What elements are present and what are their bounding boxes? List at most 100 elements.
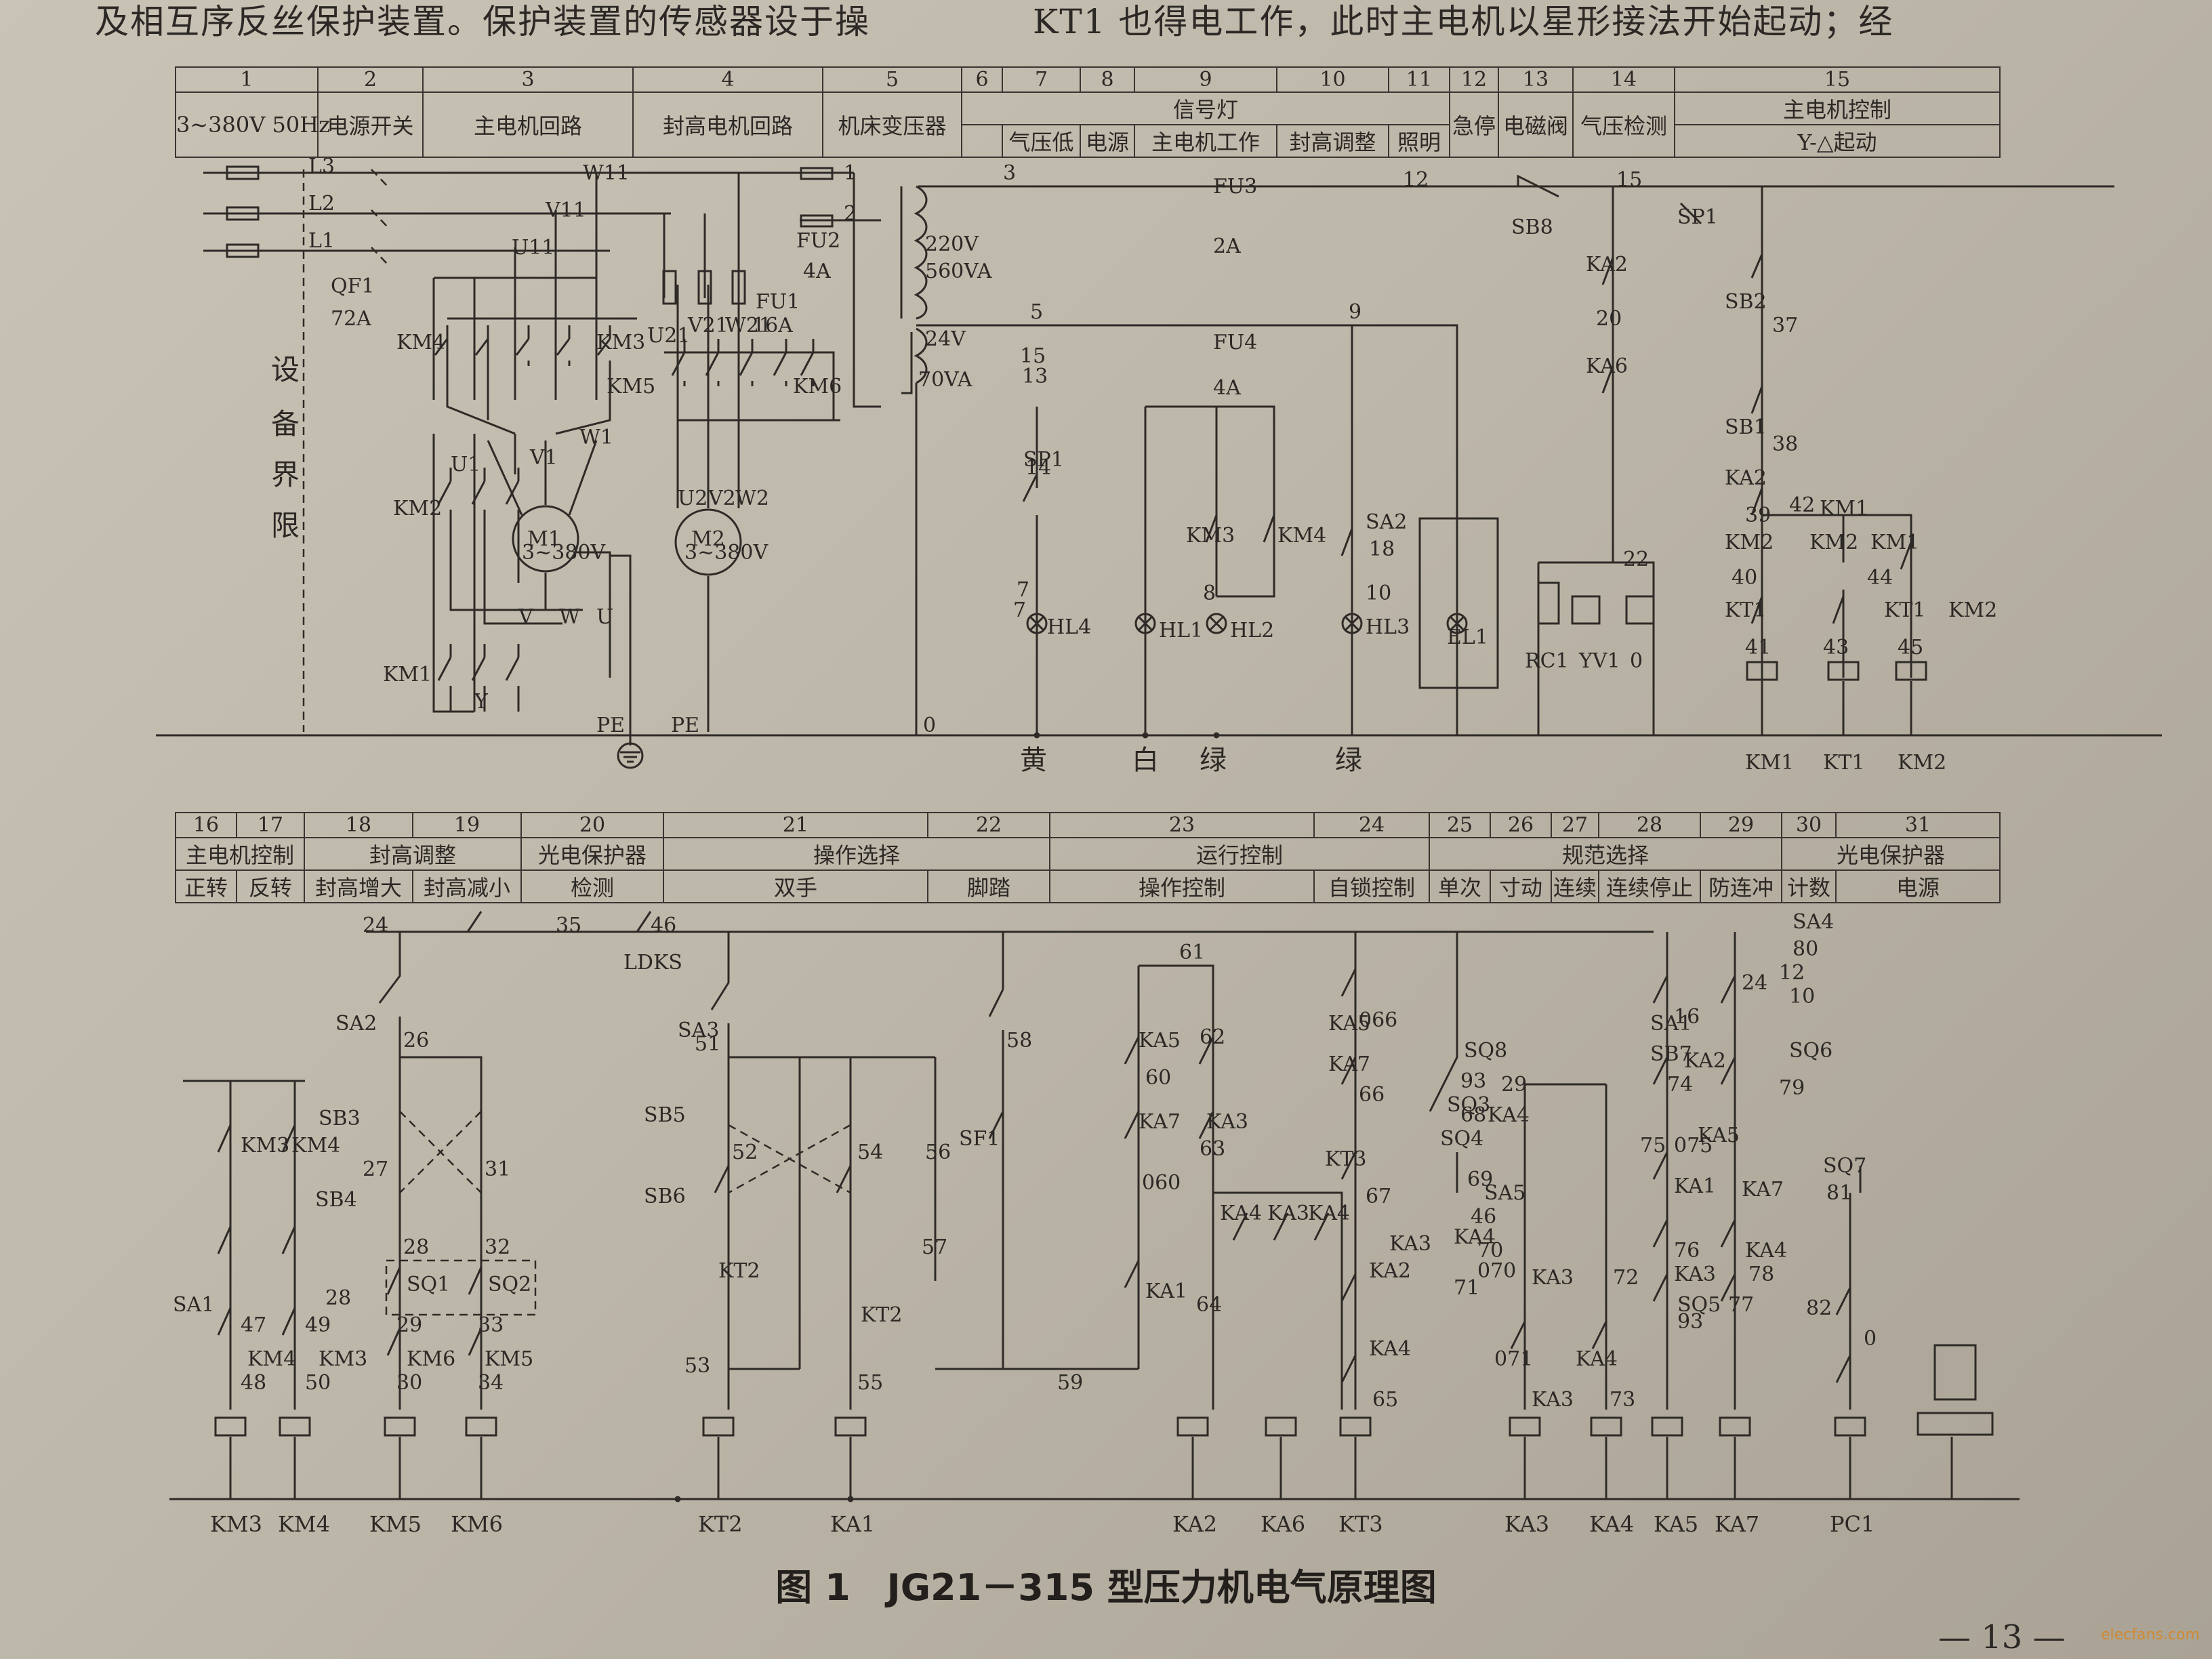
- col-number: 23: [1049, 812, 1315, 838]
- col-label: 寸动: [1490, 869, 1552, 903]
- diagram-label: 7: [1017, 578, 1029, 602]
- col-label: 封高减小: [412, 869, 522, 903]
- diagram-label: KA3: [1389, 1232, 1431, 1256]
- col-label: 主电机工作: [1134, 124, 1277, 158]
- diagram-label: HL3: [1366, 615, 1410, 639]
- col-number: 7: [1002, 66, 1081, 93]
- switch-contact: [1652, 1273, 1668, 1302]
- watermark-text: elecfans.com: [2101, 1626, 2200, 1643]
- diagram-label: 4A: [1213, 376, 1241, 400]
- wire: [664, 351, 840, 422]
- diagram-label: 81: [1826, 1181, 1852, 1205]
- col-label: 封高增大: [304, 869, 413, 903]
- switch-contact: [437, 480, 452, 505]
- diagram-label: W: [559, 605, 580, 629]
- col-number: 4: [632, 66, 823, 93]
- indicator-lamp: [1026, 613, 1048, 634]
- lighting-box: [1418, 517, 1499, 689]
- switch-contact: [1720, 1219, 1736, 1248]
- wire: [1216, 556, 1275, 598]
- coil-label: KA5: [1654, 1511, 1698, 1537]
- diagram-label: 63: [1200, 1137, 1225, 1161]
- diagram-label: KM1: [383, 663, 432, 687]
- switch-contact: [1124, 1260, 1140, 1288]
- boundary-label: 界: [271, 458, 300, 491]
- indicator-lamp: [1446, 613, 1468, 634]
- col-label: 操作控制: [1049, 869, 1315, 903]
- ground-symbol: [617, 742, 644, 769]
- col-number: 9: [1134, 66, 1277, 93]
- diagram-label: 060: [1142, 1171, 1181, 1195]
- diagram-label: 32: [485, 1235, 510, 1259]
- diagram-label: KA4: [1745, 1239, 1787, 1263]
- interlock-cross: [399, 1111, 482, 1193]
- diagram-label: 071: [1494, 1347, 1533, 1371]
- wire: [1761, 681, 1912, 735]
- coil-label: KM4: [278, 1511, 330, 1537]
- switch-contact: [1720, 975, 1736, 1004]
- lamp-color-label: 黄: [1020, 745, 1047, 776]
- diagram-label: 8: [1203, 581, 1216, 605]
- diagram-label: 3~380V: [522, 541, 606, 565]
- diagram-label: U1: [451, 453, 480, 476]
- col-number: 12: [1449, 66, 1499, 93]
- col-label: [961, 124, 1003, 158]
- col-label: 连续: [1551, 869, 1599, 903]
- col-number: 2: [317, 66, 424, 93]
- wire: [729, 1057, 937, 1410]
- diagram-label: KA7: [1742, 1178, 1784, 1202]
- coil-label: PC1: [1830, 1511, 1875, 1537]
- diagram-label: SB6: [644, 1185, 686, 1208]
- diagram-label: V21: [687, 314, 729, 337]
- junction-dot: [1142, 732, 1149, 739]
- diagram-label: 12: [1779, 961, 1805, 985]
- diagram-label: KM4: [291, 1134, 340, 1158]
- photo-protector-power: [1917, 1412, 1994, 1436]
- lamp-cross: [1029, 615, 1045, 632]
- diagram-label: 15: [1616, 168, 1642, 192]
- diagram-label: KA2: [1586, 253, 1628, 276]
- wire: [800, 171, 881, 408]
- group-label: 操作选择: [663, 837, 1050, 871]
- diagram-label: 9: [1349, 300, 1361, 324]
- switch-contact: [1313, 1212, 1330, 1241]
- diagram-label: RC1: [1525, 649, 1569, 673]
- wire: [446, 325, 611, 435]
- diagram-label: LDKS: [623, 951, 682, 975]
- diagram-label: 27: [363, 1158, 388, 1181]
- diagram-label: KA1: [1674, 1174, 1716, 1198]
- switch-contact: [468, 1328, 483, 1356]
- col-label: 气压检测: [1572, 91, 1675, 158]
- diagram-label: KA3: [1206, 1110, 1248, 1134]
- diagram-label: 13: [1022, 365, 1048, 388]
- switch-contact: [1340, 528, 1353, 556]
- col-number: 16: [175, 812, 237, 838]
- dashed-links: [302, 169, 851, 1316]
- diagram-label: KM3: [596, 331, 645, 354]
- diagram-label: KM3: [241, 1134, 289, 1158]
- junction-dot: [1213, 732, 1220, 739]
- switch-contact: [800, 352, 815, 376]
- diagram-label: 45: [1898, 636, 1923, 659]
- switch-contact: [1720, 1273, 1736, 1302]
- wire: [449, 515, 583, 625]
- diagram-label: M2: [691, 527, 725, 551]
- wire: [1191, 1437, 1357, 1499]
- diagram-label: 30: [396, 1371, 422, 1395]
- diagram-label: KM1: [1820, 497, 1868, 520]
- diagram-label: 58: [1006, 1029, 1032, 1052]
- diagram-label: 40: [1732, 566, 1757, 590]
- diagram-label: KA3: [1532, 1266, 1574, 1290]
- col-label: 主电机回路: [422, 91, 634, 158]
- diagram-label: 10: [1789, 985, 1815, 1008]
- diagram-label: 44: [1867, 566, 1893, 590]
- switch-contact: [773, 352, 787, 376]
- switch-contact: [434, 338, 449, 356]
- diagram-label: KA5: [1698, 1124, 1740, 1147]
- diagram-label: V: [518, 605, 534, 629]
- diagram-label: 73: [1610, 1388, 1635, 1412]
- col-number: 26: [1490, 812, 1552, 838]
- switch-contact: [505, 657, 520, 681]
- wire: [449, 691, 520, 712]
- diagram-label: KA4: [1576, 1347, 1618, 1371]
